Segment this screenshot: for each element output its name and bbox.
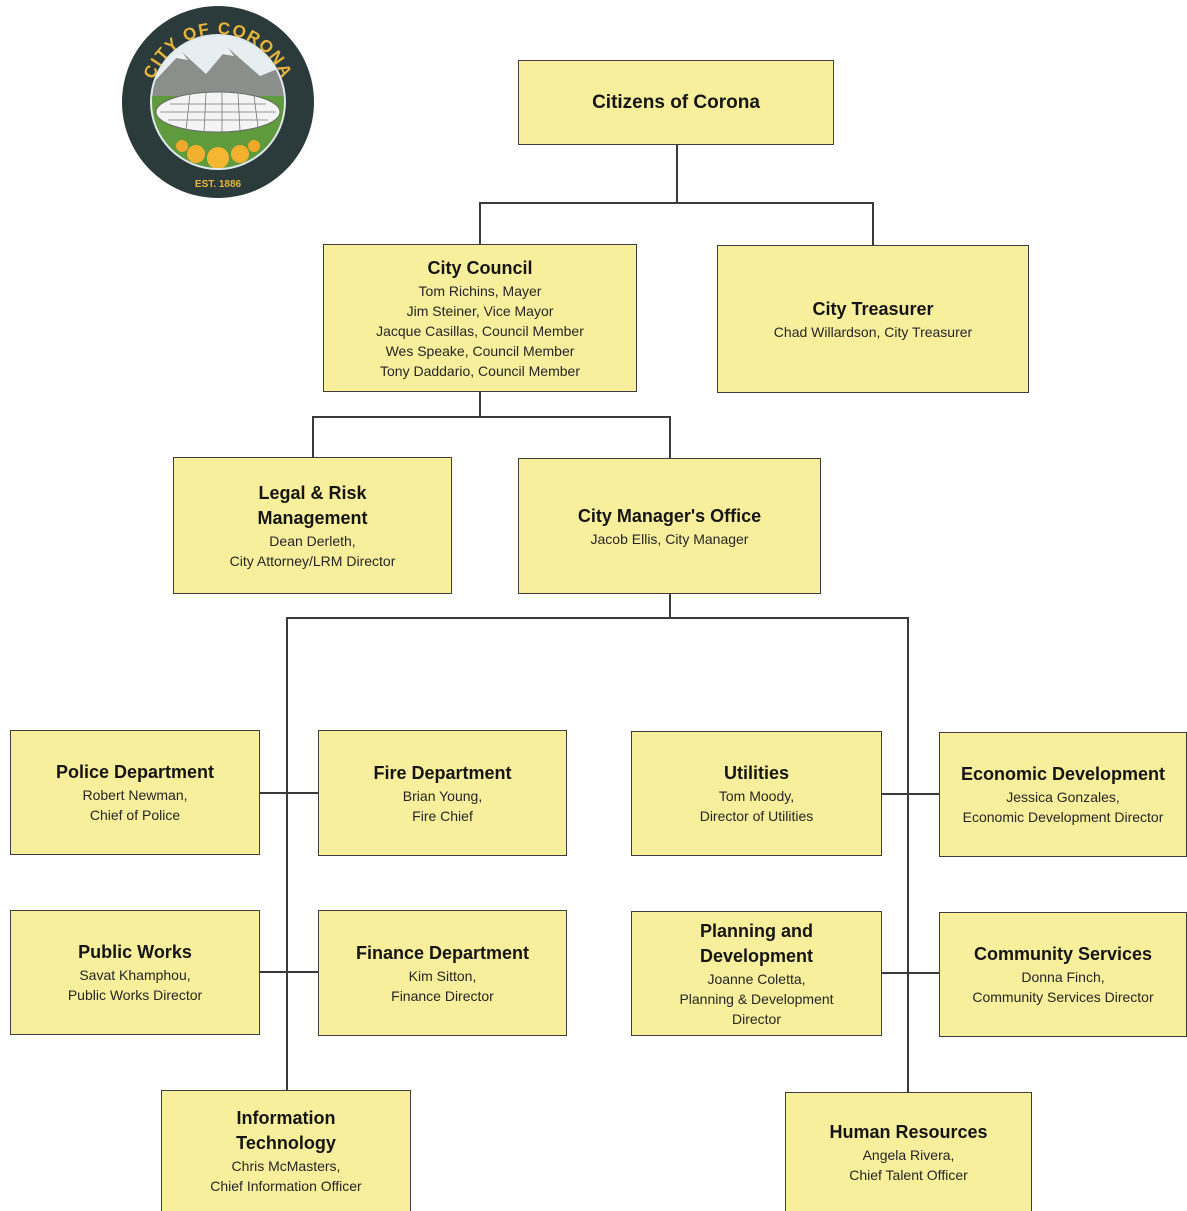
box-line: Jessica Gonzales, bbox=[1006, 789, 1120, 805]
connector bbox=[312, 416, 314, 458]
box-title: Legal & Risk Management bbox=[257, 482, 368, 528]
box-line: Tony Daddario, Council Member bbox=[380, 362, 580, 379]
box-line: Public Works Director bbox=[67, 987, 203, 1003]
connector bbox=[259, 971, 318, 973]
box-title: Utilities bbox=[723, 763, 789, 783]
box-utilities: Utilities Tom Moody, Director of Utiliti… bbox=[631, 731, 882, 856]
box-title: Economic Development bbox=[960, 764, 1166, 784]
box-line: Joanne Coletta, bbox=[707, 970, 806, 987]
box-line: Donna Finch, bbox=[1021, 969, 1105, 985]
connector bbox=[286, 617, 288, 1091]
connector bbox=[479, 391, 481, 418]
box-line: Jim Steiner, Vice Mayor bbox=[406, 302, 554, 319]
box-title: Citizens of Corona bbox=[592, 92, 760, 113]
box-public-works: Public Works Savat Khamphou, Public Work… bbox=[10, 910, 260, 1035]
box-human-resources: Human Resources Angela Rivera, Chief Tal… bbox=[785, 1092, 1032, 1211]
box-title: City Council bbox=[427, 257, 533, 278]
box-title: Police Department bbox=[55, 762, 215, 782]
connector bbox=[872, 202, 874, 246]
box-line: Director of Utilities bbox=[699, 808, 814, 824]
box-title: City Treasurer bbox=[812, 298, 934, 319]
box-line: Savat Khamphou, bbox=[79, 967, 191, 983]
connector bbox=[881, 972, 939, 974]
box-information-technology: Information Technology Chris McMasters, … bbox=[161, 1090, 411, 1211]
box-line: Chief Talent Officer bbox=[849, 1166, 968, 1183]
box-line: Kim Sitton, bbox=[408, 967, 477, 984]
connector bbox=[676, 145, 678, 203]
connector bbox=[479, 202, 481, 245]
box-citizens: Citizens of Corona bbox=[518, 60, 834, 145]
city-seal-logo: CITY OF CORONA EST. 1886 bbox=[122, 6, 314, 198]
box-planning-development: Planning and Development Joanne Coletta,… bbox=[631, 911, 882, 1036]
box-line: Tom Moody, bbox=[718, 788, 795, 804]
connector bbox=[259, 792, 318, 794]
box-city-council: City Council Tom Richins, Mayer Jim Stei… bbox=[323, 244, 637, 392]
box-city-manager: City Manager's Office Jacob Ellis, City … bbox=[518, 458, 821, 594]
box-line: Tom Richins, Mayer bbox=[418, 282, 542, 299]
connector bbox=[907, 617, 909, 1093]
box-line: Finance Director bbox=[391, 987, 494, 1004]
connector bbox=[881, 793, 939, 795]
box-title: Finance Department bbox=[355, 942, 530, 963]
box-line: Chief Information Officer bbox=[210, 1178, 362, 1194]
box-line: Chief of Police bbox=[89, 807, 181, 823]
box-line: Jacob Ellis, City Manager bbox=[590, 530, 749, 547]
connector bbox=[312, 416, 671, 418]
box-legal-risk: Legal & Risk Management Dean Derleth, Ci… bbox=[173, 457, 452, 594]
connector bbox=[286, 617, 909, 619]
box-title: City Manager's Office bbox=[577, 505, 762, 526]
box-finance: Finance Department Kim Sitton, Finance D… bbox=[318, 910, 567, 1036]
box-title: Information Technology bbox=[236, 1108, 336, 1153]
box-fire: Fire Department Brian Young, Fire Chief bbox=[318, 730, 567, 856]
box-line: Economic Development Director bbox=[962, 809, 1164, 825]
box-title: Fire Department bbox=[373, 762, 512, 783]
box-title: Human Resources bbox=[829, 1121, 988, 1142]
box-line: Chris McMasters, bbox=[231, 1158, 341, 1174]
box-title: Public Works bbox=[78, 942, 192, 962]
box-line: Robert Newman, bbox=[82, 787, 188, 803]
connector bbox=[479, 202, 874, 204]
seal-est-text: EST. 1886 bbox=[195, 179, 242, 190]
box-line: City Attorney/LRM Director bbox=[229, 552, 396, 569]
box-community-services: Community Services Donna Finch, Communit… bbox=[939, 912, 1187, 1037]
box-line: Brian Young, bbox=[402, 787, 483, 804]
box-line: Chad Willardson, City Treasurer bbox=[773, 323, 973, 340]
box-line: Planning & Development bbox=[679, 990, 834, 1007]
box-line: Fire Chief bbox=[412, 807, 473, 824]
box-city-treasurer: City Treasurer Chad Willardson, City Tre… bbox=[717, 245, 1029, 393]
box-line: Wes Speake, Council Member bbox=[385, 342, 575, 359]
box-economic-development: Economic Development Jessica Gonzales, E… bbox=[939, 732, 1187, 857]
box-line: Jacque Casillas, Council Member bbox=[376, 322, 584, 339]
connector bbox=[669, 416, 671, 459]
box-line: Community Services Director bbox=[972, 989, 1154, 1005]
box-line: Angela Rivera, bbox=[862, 1146, 955, 1163]
connector bbox=[669, 593, 671, 619]
box-line: Dean Derleth, bbox=[269, 532, 356, 549]
box-title: Planning and Development bbox=[699, 920, 814, 966]
box-police: Police Department Robert Newman, Chief o… bbox=[10, 730, 260, 855]
box-line: Director bbox=[731, 1010, 781, 1027]
box-title: Community Services bbox=[973, 944, 1153, 964]
